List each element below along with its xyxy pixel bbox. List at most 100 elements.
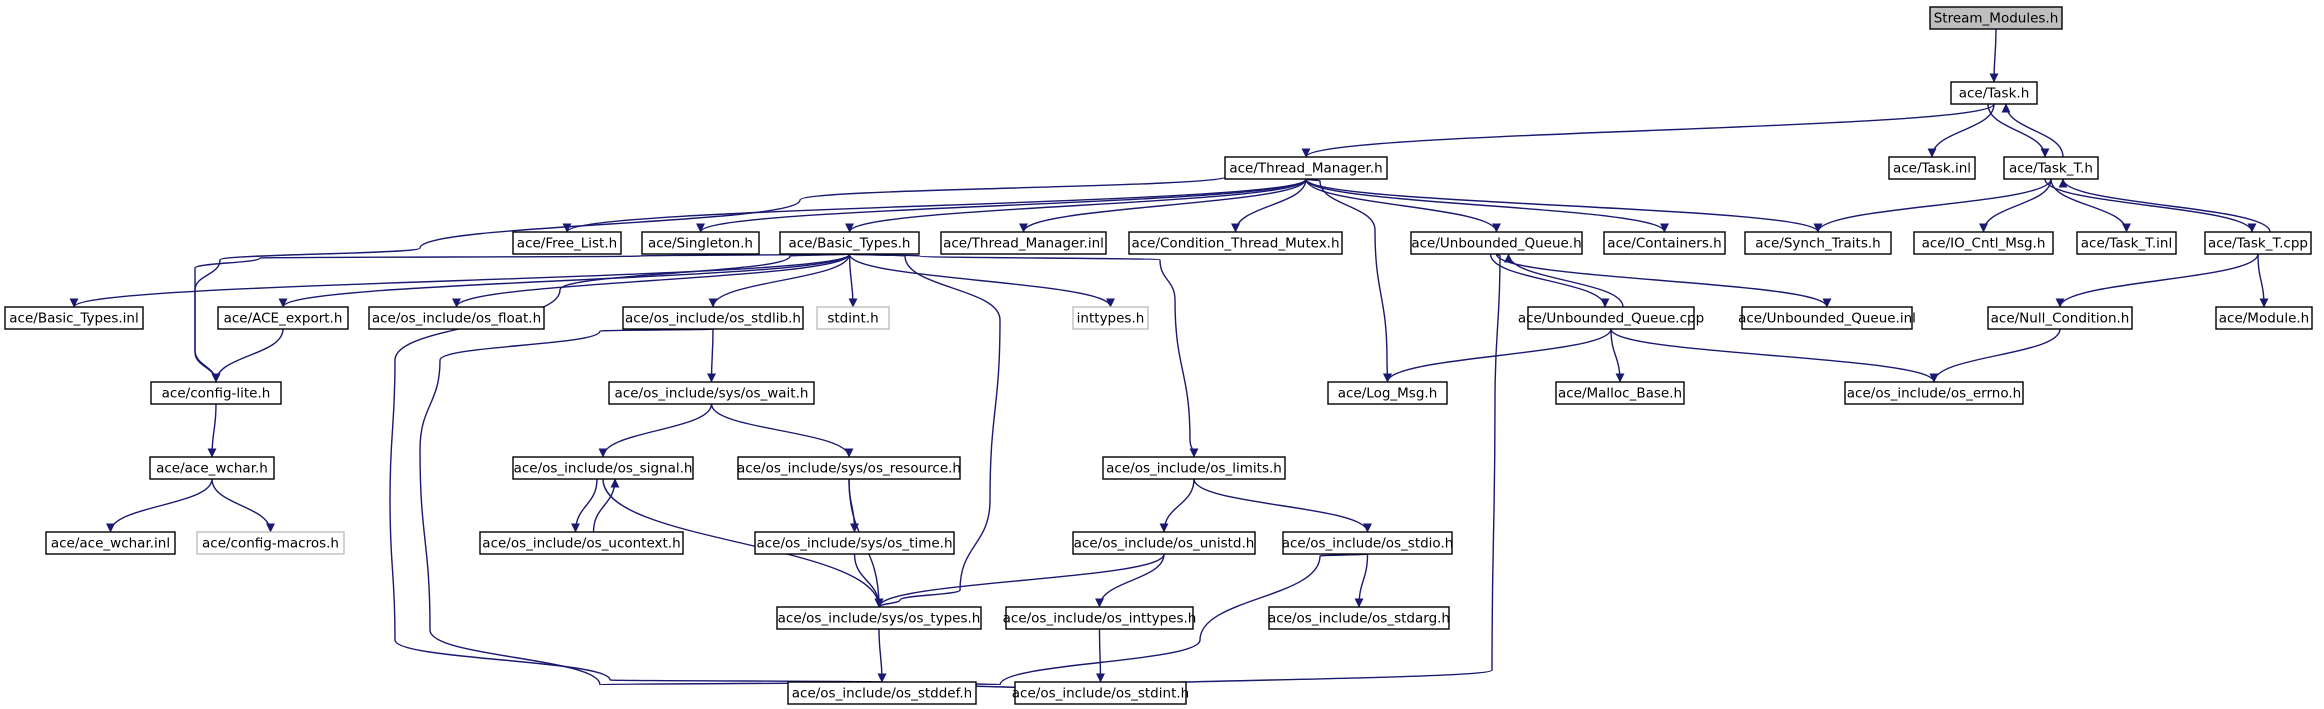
node-ace-log-msg-h[interactable]: ace/Log_Msg.h bbox=[1327, 381, 1448, 405]
node-ace-io-cntl-msg-h[interactable]: ace/IO_Cntl_Msg.h bbox=[1913, 231, 2054, 255]
edge-n40-to-n43 bbox=[1354, 553, 1369, 608]
node-layer: Stream_Modules.h ace/Task.h ace/Thread_Man… bbox=[4, 6, 2313, 705]
node-stream-modules-h[interactable]: Stream_Modules.h bbox=[1929, 6, 2063, 30]
node-ace-unbounded-queue-h[interactable]: ace/Unbounded_Queue.h bbox=[1410, 231, 1583, 255]
node-box bbox=[1527, 306, 1695, 330]
node-label: ace/ACE_export.h bbox=[224, 311, 343, 327]
node-ace-os-include-os-stddef-h[interactable]: ace/os_include/os_stddef.h bbox=[787, 681, 977, 705]
edge-n4-to-n13 bbox=[1979, 178, 2052, 233]
node-ace-ace-export-h[interactable]: ace/ACE_export.h bbox=[217, 306, 349, 330]
node-box bbox=[754, 531, 955, 555]
node-ace-module-h[interactable]: ace/Module.h bbox=[2215, 306, 2313, 330]
node-label: ace/Synch_Traits.h bbox=[1755, 236, 1880, 252]
node-ace-os-include-os-inttypes-h[interactable]: ace/os_include/os_inttypes.h bbox=[1003, 606, 1197, 630]
node-ace-os-include-os-limits-h[interactable]: ace/os_include/os_limits.h bbox=[1102, 456, 1286, 480]
node-ace-os-include-os-signal-h[interactable]: ace/os_include/os_signal.h bbox=[512, 456, 694, 480]
node-ace-os-include-os-stdlib-h[interactable]: ace/os_include/os_stdlib.h bbox=[622, 306, 804, 330]
node-box bbox=[1072, 531, 1256, 555]
node-label: ace/Malloc_Base.h bbox=[1558, 386, 1682, 402]
node-ace-os-include-os-unistd-h[interactable]: ace/os_include/os_unistd.h bbox=[1072, 531, 1256, 555]
edge-n4-to-n14 bbox=[2050, 178, 2131, 233]
edge-n27-to-n33 bbox=[710, 403, 854, 458]
node-label: ace/Condition_Thread_Mutex.h bbox=[1131, 236, 1339, 252]
edge-n7-to-n20 bbox=[848, 253, 858, 308]
node-ace-os-include-os-stdio-h[interactable]: ace/os_include/os_stdio.h bbox=[1282, 531, 1454, 555]
node-box bbox=[2003, 156, 2099, 180]
node-box bbox=[1014, 681, 1187, 705]
node-label: ace/Basic_Types.h bbox=[789, 236, 911, 252]
edge-n41-to-n44 bbox=[877, 628, 887, 683]
node-ace-task-inl[interactable]: ace/Task.inl bbox=[1888, 156, 1976, 180]
node-ace-os-include-os-errno-h[interactable]: ace/os_include/os_errno.h bbox=[1844, 381, 2024, 405]
node-ace-unbounded-queue-inl[interactable]: ace/Unbounded_Queue.inl bbox=[1738, 306, 1916, 330]
edge-n22-to-n28 bbox=[1383, 328, 1612, 383]
node-ace-os-include-os-float-h[interactable]: ace/os_include/os_float.h bbox=[368, 306, 545, 330]
node-ace-os-include-os-stdarg-h[interactable]: ace/os_include/os_stdarg.h bbox=[1268, 606, 1450, 630]
node-ace-free-list-h[interactable]: ace/Free_List.h bbox=[512, 231, 622, 255]
node-ace-ace-wchar-inl[interactable]: ace/ace_wchar.inl bbox=[45, 531, 176, 555]
node-ace-os-include-os-stdint-h[interactable]: ace/os_include/os_stdint.h bbox=[1012, 681, 1189, 705]
node-label: ace/Module.h bbox=[2219, 311, 2310, 327]
node-box bbox=[1929, 6, 2063, 30]
node-label: ace/Task_T.cpp bbox=[2208, 236, 2308, 252]
edge-n7-to-n41 bbox=[848, 253, 1001, 608]
node-ace-thread-manager-inl[interactable]: ace/Thread_Manager.inl bbox=[940, 231, 1107, 255]
node-box bbox=[149, 456, 275, 480]
node-ace-singleton-h[interactable]: ace/Singleton.h bbox=[641, 231, 760, 255]
node-label: ace/Null_Condition.h bbox=[1991, 311, 2130, 327]
edge-n32-to-n41 bbox=[602, 478, 884, 608]
edge-n7-to-n18 bbox=[452, 253, 851, 308]
node-ace-synch-traits-h[interactable]: ace/Synch_Traits.h bbox=[1744, 231, 1892, 255]
node-label: ace/Free_List.h bbox=[517, 236, 617, 252]
node-box bbox=[512, 456, 694, 480]
edge-n7-to-n19 bbox=[708, 253, 851, 308]
edge-n34-to-n39 bbox=[1159, 478, 1195, 533]
node-ace-os-include-sys-os-types-h[interactable]: ace/os_include/sys/os_types.h bbox=[776, 606, 982, 630]
node-box bbox=[1102, 456, 1286, 480]
edge-n34-to-n40 bbox=[1193, 478, 1372, 533]
node-label: ace/os_include/os_unistd.h bbox=[1074, 536, 1255, 552]
node-ace-null-condition-h[interactable]: ace/Null_Condition.h bbox=[1987, 306, 2133, 330]
node-box bbox=[1844, 381, 2024, 405]
node-label: ace/Unbounded_Queue.h bbox=[1411, 236, 1581, 252]
edge-n4-to-n12 bbox=[1813, 178, 2052, 233]
node-ace-basic-types-h[interactable]: ace/Basic_Types.h bbox=[779, 231, 920, 255]
node-ace-malloc-base-h[interactable]: ace/Malloc_Base.h bbox=[1555, 381, 1685, 405]
edge-n2-to-n5 bbox=[562, 178, 1307, 233]
node-ace-os-include-os-ucontext-h[interactable]: ace/os_include/os_ucontext.h bbox=[479, 531, 684, 555]
node-ace-ace-wchar-h[interactable]: ace/ace_wchar.h bbox=[149, 456, 275, 480]
node-ace-task-t-inl[interactable]: ace/Task_T.inl bbox=[2076, 231, 2177, 255]
node-label: ace/config-macros.h bbox=[202, 536, 339, 552]
node-label: ace/os_include/os_stddef.h bbox=[792, 686, 972, 702]
node-box bbox=[150, 381, 282, 405]
edge-n38-to-n41 bbox=[853, 553, 884, 608]
node-box bbox=[479, 531, 684, 555]
node-label: ace/Thread_Manager.inl bbox=[943, 236, 1104, 252]
edge-n27-to-n32 bbox=[598, 403, 713, 458]
node-ace-condition-thread-mutex-h[interactable]: ace/Condition_Thread_Mutex.h bbox=[1128, 231, 1343, 255]
node-box bbox=[779, 231, 920, 255]
node-box bbox=[512, 231, 622, 255]
node-ace-config-macros-h[interactable]: ace/config-macros.h bbox=[196, 531, 345, 555]
node-ace-containers-h[interactable]: ace/Containers.h bbox=[1603, 231, 1726, 255]
node-ace-os-include-sys-os-time-h[interactable]: ace/os_include/sys/os_time.h bbox=[754, 531, 955, 555]
node-ace-task-t-cpp[interactable]: ace/Task_T.cpp bbox=[2204, 231, 2312, 255]
node-inttypes-h[interactable]: inttypes.h bbox=[1072, 306, 1149, 330]
node-ace-thread-manager-h[interactable]: ace/Thread_Manager.h bbox=[1224, 156, 1388, 180]
node-ace-unbounded-queue-cpp[interactable]: ace/Unbounded_Queue.cpp bbox=[1518, 306, 1704, 330]
edge-n1-to-n2 bbox=[1301, 103, 1995, 158]
node-ace-task-h[interactable]: ace/Task.h bbox=[1950, 81, 2038, 105]
node-box bbox=[641, 231, 760, 255]
node-ace-task-t-h[interactable]: ace/Task_T.h bbox=[2003, 156, 2099, 180]
node-label: ace/Unbounded_Queue.inl bbox=[1738, 311, 1916, 327]
edge-n7-to-n44 bbox=[389, 253, 885, 683]
node-stdint-h[interactable]: stdint.h bbox=[816, 306, 890, 330]
node-ace-os-include-sys-os-resource-h[interactable]: ace/os_include/sys/os_resource.h bbox=[737, 456, 961, 480]
node-ace-basic-types-inl[interactable]: ace/Basic_Types.inl bbox=[4, 306, 144, 330]
edge-n0-to-n1 bbox=[1989, 28, 1999, 83]
node-ace-os-include-sys-os-wait-h[interactable]: ace/os_include/sys/os_wait.h bbox=[608, 381, 815, 405]
node-ace-config-lite-h[interactable]: ace/config-lite.h bbox=[150, 381, 282, 405]
node-box bbox=[45, 531, 176, 555]
node-box bbox=[2076, 231, 2177, 255]
edge-n2-to-n7 bbox=[845, 178, 1307, 233]
